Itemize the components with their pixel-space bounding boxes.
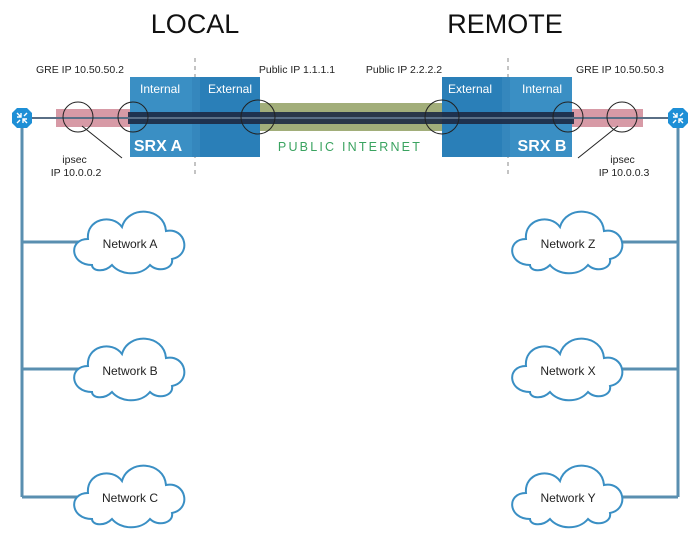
ipsec-right-leader bbox=[577, 125, 619, 159]
ipsec-endpoint-left bbox=[117, 101, 149, 133]
cloud-network-x: Network X bbox=[511, 337, 624, 402]
public-endpoint-right bbox=[424, 99, 460, 135]
gre-endpoint-right bbox=[606, 101, 638, 133]
router-icon bbox=[668, 108, 688, 128]
public-left-label: Public IP 1.1.1.1 bbox=[259, 64, 335, 76]
public-internet-label: PUBLIC INTERNET bbox=[278, 140, 422, 154]
network-a-label: Network A bbox=[103, 237, 158, 251]
ipsec-right-label: ipsec IP 10.0.0.3 bbox=[599, 154, 650, 179]
cloud-network-y: Network Y bbox=[511, 464, 624, 529]
ipsec-left-line-2: IP 10.0.0.2 bbox=[51, 167, 102, 179]
gre-right-label: GRE IP 10.50.50.3 bbox=[576, 64, 664, 76]
network-c-label: Network C bbox=[102, 491, 158, 505]
network-z-label: Network Z bbox=[541, 237, 596, 251]
ipsec-left-line-1: ipsec bbox=[62, 154, 87, 166]
srx-a-external-label: External bbox=[208, 82, 252, 96]
srx-b-external-label: External bbox=[448, 82, 492, 96]
network-x-label: Network X bbox=[540, 364, 595, 378]
right-bus bbox=[620, 120, 680, 499]
ipsec-left-label: ipsec IP 10.0.0.2 bbox=[51, 154, 102, 179]
cloud-network-z: Network Z bbox=[511, 210, 624, 275]
gre-left-label: GRE IP 10.50.50.2 bbox=[36, 64, 124, 76]
srx-a-name: SRX A bbox=[134, 138, 183, 155]
router-icon bbox=[12, 108, 32, 128]
remote-heading: REMOTE bbox=[447, 9, 563, 39]
cloud-network-a: Network A bbox=[73, 210, 186, 275]
ipsec-left-leader bbox=[81, 125, 123, 159]
network-b-label: Network B bbox=[102, 364, 157, 378]
network-y-label: Network Y bbox=[540, 491, 595, 505]
left-bus bbox=[20, 120, 82, 499]
ipsec-right-line-1: ipsec bbox=[610, 154, 635, 166]
public-right-label: Public IP 2.2.2.2 bbox=[366, 64, 442, 76]
srx-a-internal-label: Internal bbox=[140, 82, 180, 96]
cloud-network-b: Network B bbox=[73, 337, 186, 402]
public-endpoint-left bbox=[240, 99, 276, 135]
local-heading: LOCAL bbox=[151, 9, 240, 39]
ipsec-right-line-2: IP 10.0.0.3 bbox=[599, 167, 650, 179]
srx-b-name: SRX B bbox=[518, 138, 567, 155]
cloud-network-c: Network C bbox=[73, 464, 186, 529]
gre-endpoint-left bbox=[62, 101, 94, 133]
ipsec-endpoint-right bbox=[552, 101, 584, 133]
srx-b-internal-label: Internal bbox=[522, 82, 562, 96]
